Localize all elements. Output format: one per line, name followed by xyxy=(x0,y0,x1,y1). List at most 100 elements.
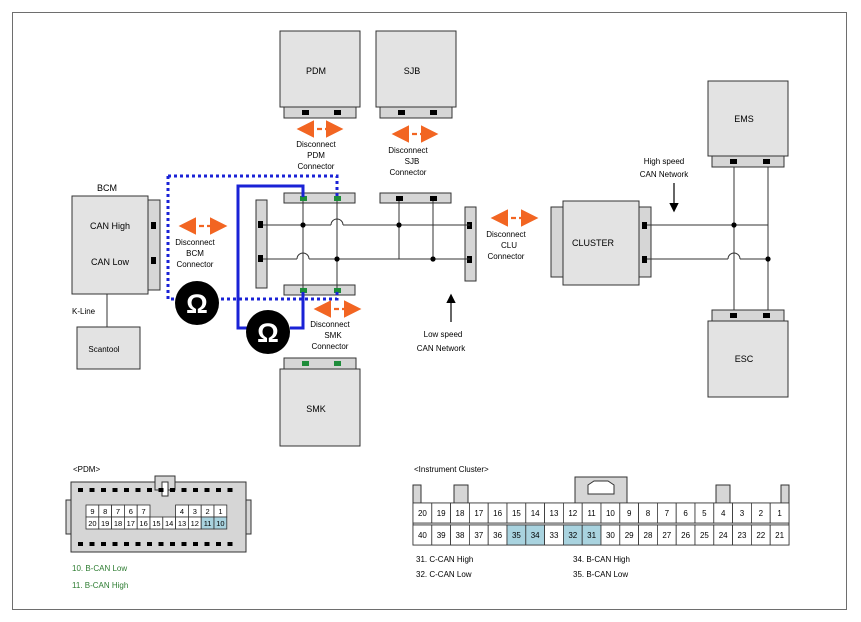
cluster-pin-cell: 19 xyxy=(431,502,451,524)
cluster-pin-cell: 17 xyxy=(468,502,489,524)
pdm-peg xyxy=(89,542,95,546)
cluster-pin-cell: 30 xyxy=(600,524,621,546)
svg-text:7: 7 xyxy=(665,509,670,518)
arrow-icon xyxy=(178,120,539,318)
k-line-label: K-Line xyxy=(72,307,96,316)
pdm-peg xyxy=(147,542,152,546)
svg-text:4: 4 xyxy=(721,509,726,518)
svg-text:27: 27 xyxy=(662,531,671,540)
svg-text:7: 7 xyxy=(116,507,120,516)
pdm-peg xyxy=(181,488,187,492)
svg-text:14: 14 xyxy=(531,509,540,518)
svg-text:Ω: Ω xyxy=(186,289,208,319)
cluster-pin-cell: 13 xyxy=(544,502,564,524)
pdm-pin-cell: 7 xyxy=(136,504,151,518)
svg-text:6: 6 xyxy=(129,507,133,516)
ems-label: EMS xyxy=(734,114,754,124)
svg-text:8: 8 xyxy=(103,507,107,516)
svg-text:39: 39 xyxy=(437,531,446,540)
cluster-pin-cell: 20 xyxy=(412,502,433,524)
scantool: Scantool xyxy=(76,326,141,370)
cluster-pin-cell: 36 xyxy=(487,524,508,546)
meter-loop-bcm xyxy=(166,174,339,301)
svg-text:6: 6 xyxy=(683,509,688,518)
bcm-disconnect-line1: Disconnect xyxy=(175,238,215,247)
svg-text:34: 34 xyxy=(531,531,540,540)
svg-text:16: 16 xyxy=(493,509,502,518)
pdm-pin-cell: 4 xyxy=(175,504,189,518)
svg-text:32: 32 xyxy=(568,531,577,540)
c-can-bus xyxy=(647,166,769,320)
clu-bus-connector xyxy=(464,206,477,282)
pdm-pin-10: 10. B-CAN Low xyxy=(72,564,127,573)
svg-text:22: 22 xyxy=(756,531,765,540)
pdm-peg xyxy=(204,488,210,492)
svg-text:28: 28 xyxy=(644,531,653,540)
cluster-pin-cell: 38 xyxy=(450,524,470,546)
svg-text:30: 30 xyxy=(606,531,615,540)
cluster-pin-31: 31. C-CAN High xyxy=(416,555,473,564)
cluster-label: CLUSTER xyxy=(572,238,615,248)
svg-text:10: 10 xyxy=(606,509,615,518)
cluster-pin-cell: 6 xyxy=(675,502,696,524)
pdm-pin-cell: 6 xyxy=(124,504,138,518)
sjb-label: SJB xyxy=(404,66,421,76)
sjb-bus-connector xyxy=(379,192,452,204)
pdm-pin-cell: 16 xyxy=(136,516,151,530)
svg-text:17: 17 xyxy=(127,519,135,528)
svg-text:23: 23 xyxy=(738,531,747,540)
pdm-pin-cell: 1 xyxy=(213,504,228,518)
cluster-pin-cell: 8 xyxy=(638,502,658,524)
bus-junction-dots xyxy=(300,222,436,262)
cluster-pin-cell: 1 xyxy=(769,502,790,524)
pdm-pin-cell: 17 xyxy=(124,516,138,530)
cluster-pin-cell: 22 xyxy=(751,524,771,546)
pdm-peg xyxy=(78,488,83,492)
esc-module: ESC xyxy=(707,309,789,398)
pdm-disconnect-line3: Connector xyxy=(298,162,335,171)
sjb-disconnect-line2: SJB xyxy=(405,157,420,166)
bcm-junction-connector xyxy=(255,199,268,289)
pdm-peg xyxy=(124,488,129,492)
cluster-pin-32: 32. C-CAN Low xyxy=(416,570,472,579)
cluster-pin-cell: 25 xyxy=(694,524,715,546)
cluster-pin-cell: 28 xyxy=(638,524,658,546)
pdm-pin-legend: 10. B-CAN Low 11. B-CAN High xyxy=(72,564,128,590)
svg-text:25: 25 xyxy=(700,531,709,540)
cluster-pin-cell: 7 xyxy=(657,502,677,524)
pdm-pin-cell: 8 xyxy=(98,504,113,518)
pdm-peg xyxy=(158,488,164,492)
bcm-can-low: CAN Low xyxy=(91,257,130,267)
cluster-pin-cell: 4 xyxy=(713,502,733,524)
cluster-pin-cell: 14 xyxy=(525,502,545,524)
pdm-peg xyxy=(101,488,106,492)
cluster-pin-cell: 15 xyxy=(506,502,527,524)
svg-text:15: 15 xyxy=(512,509,521,518)
svg-text:15: 15 xyxy=(152,519,160,528)
pdm-peg xyxy=(204,542,210,546)
bcm-disconnect-line2: BCM xyxy=(186,249,204,258)
svg-text:7: 7 xyxy=(142,507,146,516)
svg-text:38: 38 xyxy=(456,531,465,540)
arrow-icon xyxy=(446,183,679,322)
svg-text:17: 17 xyxy=(474,509,483,518)
pdm-peg xyxy=(78,542,83,546)
pdm-disconnect-line2: PDM xyxy=(307,151,325,160)
svg-text:35: 35 xyxy=(512,531,521,540)
pdm-label: PDM xyxy=(306,66,326,76)
smk-disconnect-line3: Connector xyxy=(312,342,349,351)
svg-text:33: 33 xyxy=(550,531,559,540)
pdm-pin-11: 11. B-CAN High xyxy=(72,581,128,590)
high-speed-line2: CAN Network xyxy=(640,170,689,179)
pdm-peg xyxy=(193,542,198,546)
cluster-pin-cell: 40 xyxy=(412,524,433,546)
bus-junction-dots xyxy=(731,222,771,262)
pdm-module: PDM xyxy=(279,30,361,119)
pdm-pin-cell: 19 xyxy=(98,516,113,530)
cluster-pin-legend: 31. C-CAN High 32. C-CAN Low 34. B-CAN H… xyxy=(416,555,630,579)
cluster-pin-cell: 2 xyxy=(751,502,771,524)
pdm-peg xyxy=(170,488,175,492)
pdm-pin-cell: 10 xyxy=(213,516,228,530)
high-speed-line1: High speed xyxy=(644,157,684,166)
